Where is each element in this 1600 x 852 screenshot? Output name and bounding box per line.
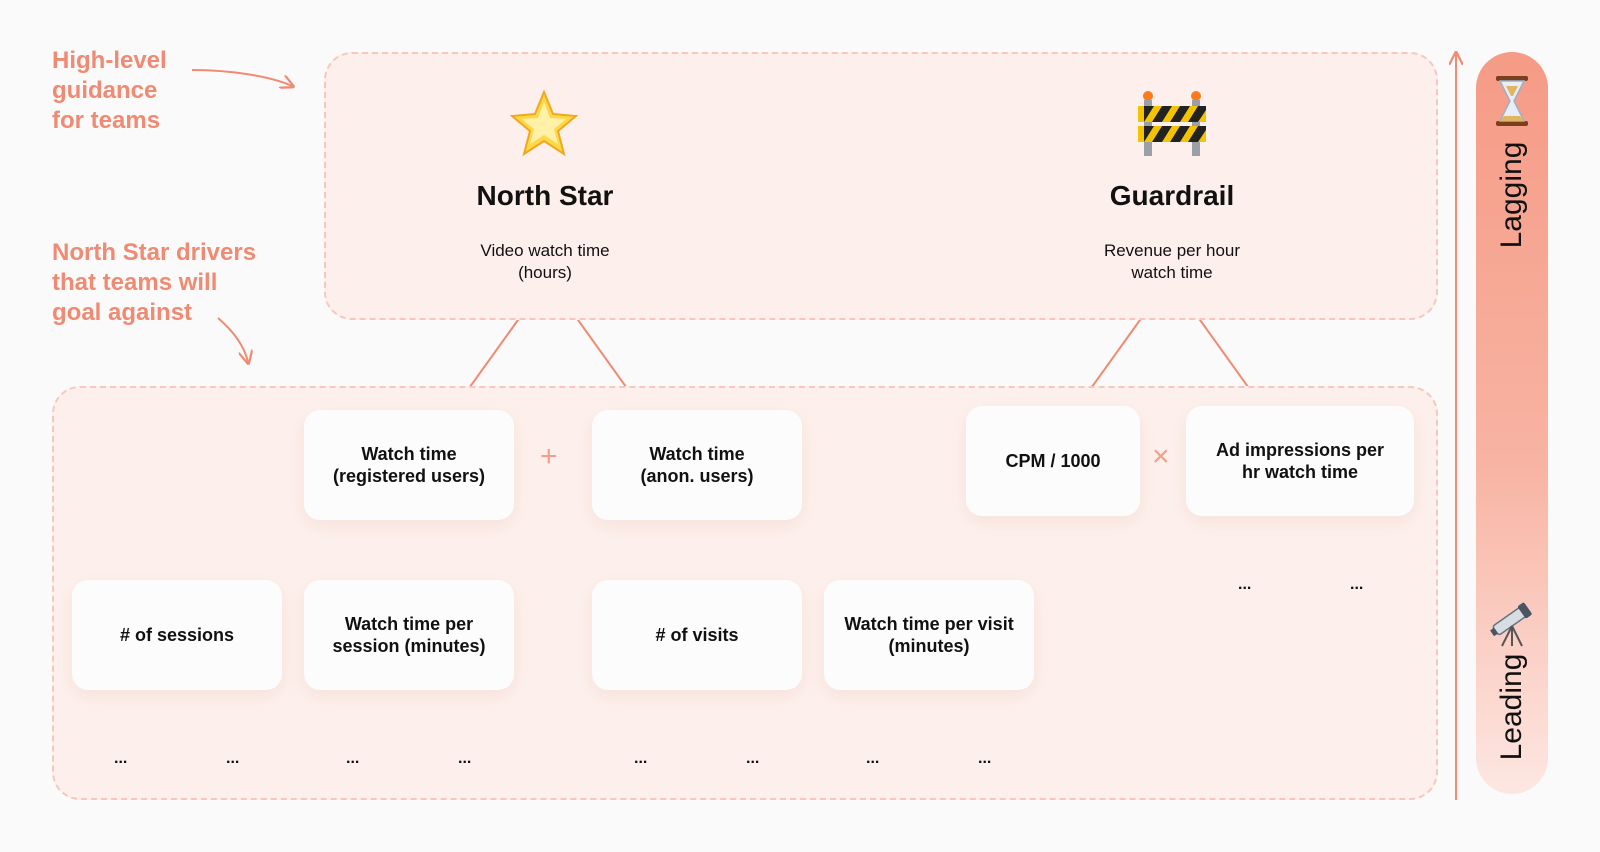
top-panel bbox=[324, 52, 1438, 320]
ellipsis: ... bbox=[226, 750, 240, 767]
times-operator: × bbox=[1152, 440, 1170, 473]
plus-operator: + bbox=[540, 440, 558, 473]
ellipsis: ... bbox=[978, 750, 992, 767]
sub-driver-card-per-visit: Watch time per visit (minutes) bbox=[824, 580, 1034, 690]
annotation-arrow-top bbox=[191, 69, 292, 86]
hourglass-icon bbox=[1494, 76, 1530, 126]
annotation-drivers: North Star drivers that teams will goal … bbox=[52, 239, 257, 326]
glowing-star-icon bbox=[508, 88, 580, 160]
guardrail-title: Guardrail bbox=[1109, 180, 1235, 211]
construction-barrier-icon bbox=[1136, 88, 1208, 160]
north-star-subtitle: Video watch time (hours) bbox=[480, 241, 610, 282]
driver-card-cpm: CPM / 1000 bbox=[966, 406, 1140, 516]
ellipsis: ... bbox=[346, 750, 360, 767]
annotation-arrow-bottom bbox=[217, 317, 248, 362]
guardrail-subtitle: Revenue per hour watch time bbox=[1103, 241, 1241, 282]
driver-card-registered: Watch time (registered users) bbox=[304, 410, 514, 520]
north-star-title: North Star bbox=[476, 180, 614, 211]
ellipsis: ... bbox=[866, 750, 880, 767]
sub-driver-card-visits: # of visits bbox=[592, 580, 802, 690]
ellipsis: ... bbox=[1350, 576, 1364, 593]
ellipsis: ... bbox=[114, 750, 128, 767]
ellipsis: ... bbox=[458, 750, 472, 767]
lagging-label: Lagging bbox=[1495, 141, 1528, 249]
telescope-icon bbox=[1488, 600, 1536, 648]
ellipsis: ... bbox=[634, 750, 648, 767]
lagging-leading-bar bbox=[1476, 52, 1548, 794]
sub-driver-card-sessions: # of sessions bbox=[72, 580, 282, 690]
ellipsis: ... bbox=[1238, 576, 1252, 593]
leading-label: Leading bbox=[1495, 653, 1528, 761]
driver-card-ad-impressions: Ad impressions per hr watch time bbox=[1186, 406, 1414, 516]
ellipsis: ... bbox=[746, 750, 760, 767]
annotation-high-level: High-level guidance for teams bbox=[52, 47, 167, 134]
sub-driver-card-per-session: Watch time per session (minutes) bbox=[304, 580, 514, 690]
driver-card-anon: Watch time (anon. users) bbox=[592, 410, 802, 520]
